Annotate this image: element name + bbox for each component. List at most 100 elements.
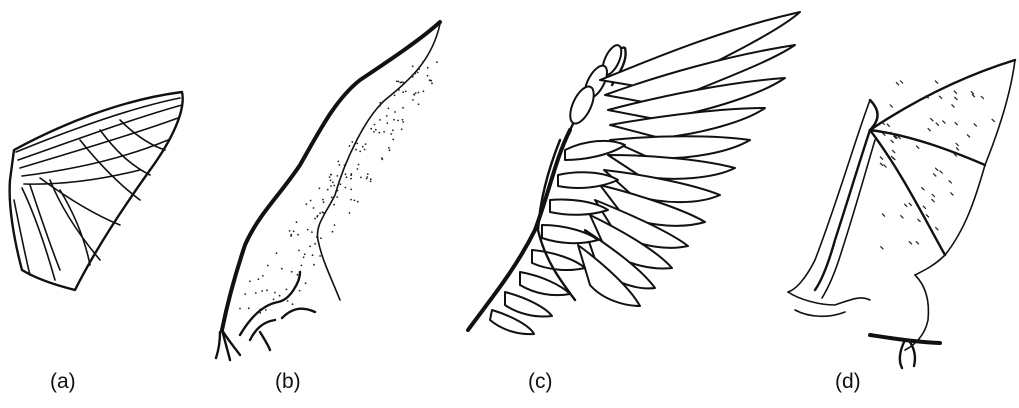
membrane-stipple-dash bbox=[967, 134, 970, 137]
membrane-stipple-dot bbox=[320, 237, 322, 239]
membrane-stipple-dot bbox=[350, 199, 352, 201]
panel-label-b: (b) bbox=[275, 370, 301, 394]
membrane-stipple-dash bbox=[954, 91, 957, 94]
membrane-stipple-dot bbox=[379, 105, 381, 107]
membrane-stipple-dot bbox=[401, 128, 403, 130]
membrane-stipple-dot bbox=[405, 91, 407, 93]
membrane-stipple-dot bbox=[389, 149, 391, 151]
membrane-stipple-dot bbox=[262, 275, 264, 277]
membrane-stipple-dot bbox=[333, 204, 335, 206]
membrane-stipple-dot bbox=[374, 124, 376, 126]
membrane-stipple-dot bbox=[349, 145, 351, 147]
membrane-stipple-dot bbox=[313, 207, 315, 209]
membrane-stipple-dash bbox=[887, 124, 890, 127]
membrane-stipple-dash bbox=[956, 143, 959, 146]
membrane-stipple-dot bbox=[258, 278, 260, 280]
membrane-stipple-dash bbox=[992, 119, 995, 122]
membrane-stipple-dot bbox=[418, 68, 420, 70]
membrane-stipple-dot bbox=[255, 292, 257, 294]
membrane-stipple-dash bbox=[955, 122, 958, 125]
membrane-stipple-dot bbox=[249, 280, 251, 282]
membrane-stipple-dot bbox=[319, 188, 321, 190]
membrane-stipple-dash bbox=[971, 91, 974, 94]
membrane-stipple-dot bbox=[337, 161, 339, 163]
membrane-stipple-dot bbox=[276, 252, 278, 254]
membrane-stipple-dash bbox=[935, 81, 938, 84]
membrane-stipple-dot bbox=[297, 234, 299, 236]
membrane-stipple-dash bbox=[909, 241, 912, 244]
membrane-stipple-dot bbox=[345, 187, 347, 189]
membrane-stipple-dash bbox=[933, 173, 936, 176]
membrane-stipple-dash bbox=[949, 180, 952, 183]
membrane-stipple-dot bbox=[305, 282, 307, 284]
membrane-stipple-dash bbox=[935, 227, 938, 230]
membrane-stipple-dot bbox=[390, 133, 392, 135]
membrane-stipple-dot bbox=[392, 139, 394, 141]
membrane-stipple-dot bbox=[365, 143, 367, 145]
membrane-stipple-dot bbox=[297, 274, 299, 276]
membrane-stipple-dash bbox=[942, 121, 945, 124]
membrane-stipple-dash bbox=[884, 165, 887, 168]
membrane-stipple-dot bbox=[386, 115, 388, 117]
membrane-stipple-dot bbox=[304, 253, 306, 255]
membrane-stipple-dot bbox=[337, 190, 339, 192]
membrane-stipple-dot bbox=[351, 173, 353, 175]
membrane-stipple-dot bbox=[323, 212, 325, 214]
membrane-stipple-dot bbox=[370, 181, 372, 183]
membrane-stipple-dot bbox=[266, 289, 268, 291]
insect-wing-drawing bbox=[10, 92, 183, 290]
membrane-stipple-dot bbox=[394, 95, 396, 97]
membrane-stipple-dot bbox=[423, 90, 425, 92]
membrane-stipple-dot bbox=[330, 174, 332, 176]
membrane-stipple-dot bbox=[414, 72, 416, 74]
membrane-stipple-dot bbox=[436, 61, 438, 63]
membrane-stipple-dot bbox=[354, 200, 356, 202]
membrane-stipple-dot bbox=[332, 231, 334, 233]
membrane-stipple-dot bbox=[402, 91, 404, 93]
panel-label-c: (c) bbox=[528, 370, 553, 394]
membrane-stipple-dot bbox=[279, 295, 281, 297]
bat-wing-drawing bbox=[788, 60, 1015, 368]
membrane-stipple-dash bbox=[882, 214, 885, 217]
membrane-stipple-dot bbox=[397, 120, 399, 122]
membrane-stipple-dot bbox=[329, 176, 331, 178]
membrane-stipple-dash bbox=[880, 157, 883, 160]
membrane-stipple-dot bbox=[386, 122, 388, 124]
membrane-stipple-dot bbox=[349, 212, 351, 214]
membrane-stipple-dash bbox=[918, 219, 921, 222]
membrane-stipple-dot bbox=[317, 215, 319, 217]
membrane-stipple-dot bbox=[327, 189, 329, 191]
membrane-stipple-dot bbox=[287, 300, 289, 302]
membrane-stipple-dot bbox=[310, 200, 312, 202]
membrane-stipple-dot bbox=[299, 290, 301, 292]
membrane-stipple-dot bbox=[402, 119, 404, 121]
membrane-stipple-dot bbox=[337, 175, 339, 177]
membrane-stipple-dot bbox=[413, 93, 415, 95]
membrane-stipple-dot bbox=[290, 235, 292, 237]
membrane-stipple-dot bbox=[358, 164, 360, 166]
membrane-stipple-dot bbox=[267, 265, 269, 267]
membrane-stipple-dot bbox=[328, 205, 330, 207]
membrane-stipple-dot bbox=[370, 178, 372, 180]
membrane-stipple-dot bbox=[281, 268, 283, 270]
membrane-stipple-dot bbox=[261, 290, 263, 292]
membrane-stipple-dot bbox=[291, 271, 293, 273]
membrane-stipple-dot bbox=[292, 303, 294, 305]
membrane-stipple-dot bbox=[418, 92, 420, 94]
membrane-stipple-dot bbox=[314, 243, 316, 245]
membrane-stipple-dash bbox=[892, 150, 895, 153]
membrane-stipple-dash bbox=[956, 147, 959, 150]
membrane-stipple-dot bbox=[398, 89, 400, 91]
membrane-stipple-dot bbox=[375, 129, 377, 131]
membrane-stipple-dot bbox=[274, 292, 276, 294]
membrane-stipple-dot bbox=[427, 67, 429, 69]
membrane-stipple-dash bbox=[954, 97, 957, 100]
membrane-stipple-dot bbox=[332, 182, 334, 184]
membrane-stipple-dash bbox=[930, 118, 933, 121]
membrane-stipple-dot bbox=[319, 255, 321, 257]
membrane-stipple-dot bbox=[357, 168, 359, 170]
membrane-stipple-dot bbox=[339, 164, 341, 166]
membrane-stipple-dot bbox=[296, 221, 298, 223]
membrane-stipple-dot bbox=[350, 178, 352, 180]
